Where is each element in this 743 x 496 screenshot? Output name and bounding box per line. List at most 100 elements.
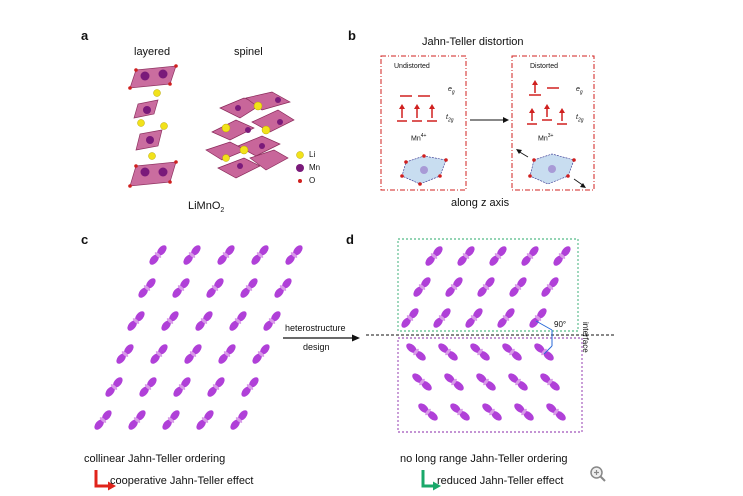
angle-label: 90° (554, 320, 567, 329)
orbital (506, 371, 530, 393)
layered-mn-atoms (140, 69, 168, 177)
orbital (194, 408, 216, 432)
orbital (205, 375, 227, 399)
interface-label: interface (581, 322, 590, 353)
layered-label: layered (134, 46, 171, 58)
orbital (512, 401, 536, 423)
orbital (261, 309, 283, 333)
collinear-orbital-grid (92, 243, 305, 432)
legend-o-marker (298, 179, 302, 183)
orbital (399, 306, 421, 330)
distorted-levels (527, 83, 567, 125)
orbital (539, 275, 561, 299)
reduced-effect-label: reduced Jahn-Teller effect (437, 475, 564, 487)
cooperative-arrow-icon (94, 470, 110, 488)
ordered-region-box (397, 238, 579, 332)
orbital (103, 375, 125, 399)
orbital (238, 276, 260, 300)
orbital (551, 244, 573, 268)
orbital (487, 244, 509, 268)
layered-o-atoms (128, 64, 178, 188)
spinel-mn-atoms (235, 97, 283, 169)
orbital (463, 306, 485, 330)
orbital (137, 375, 159, 399)
panel-a-letter: a (81, 28, 89, 43)
orbital (507, 275, 529, 299)
legend-mn-marker (296, 164, 304, 172)
orbital (474, 371, 498, 393)
legend-o-label: O (309, 176, 316, 185)
heterostructure-label: heterostructure (285, 323, 346, 333)
orbital (495, 306, 517, 330)
orbital (468, 341, 492, 363)
mn3-label: Mn3+ (538, 133, 554, 143)
legend-li-label: Li (309, 150, 316, 159)
rotated-orbital-grid (404, 341, 568, 423)
orbital (544, 401, 568, 423)
orbital (160, 408, 182, 432)
orbital (249, 243, 271, 267)
orbital (239, 375, 261, 399)
legend-mn-label: Mn (309, 163, 321, 172)
orbital (411, 275, 433, 299)
orbital (519, 244, 541, 268)
orbital (538, 371, 562, 393)
cooperative-effect-label: cooperative Jahn-Teller effect (110, 475, 254, 487)
compound-label: LiMnO2 (188, 200, 225, 215)
zoom-in-icon[interactable] (589, 465, 607, 483)
orbital (171, 375, 193, 399)
orbital (114, 342, 136, 366)
undistorted-t2g-label: t2g (446, 114, 454, 124)
orbital (480, 401, 504, 423)
undistorted-octahedron (400, 154, 448, 186)
distorted-box (511, 55, 595, 191)
distorted-label: Distorted (530, 63, 559, 70)
orbital (423, 244, 445, 268)
orbital (159, 309, 181, 333)
no-long-range-caption: no long range Jahn-Teller ordering (400, 453, 568, 465)
orbital (436, 341, 460, 363)
orbital (92, 408, 114, 432)
orbital (136, 276, 158, 300)
layered-li-atoms (137, 89, 168, 160)
orbital (193, 309, 215, 333)
orbital (416, 401, 440, 423)
orbital (170, 276, 192, 300)
undistorted-box (380, 55, 467, 191)
collinear-caption: collinear Jahn-Teller ordering (84, 453, 226, 465)
reduced-arrow-icon (421, 470, 435, 488)
rotated-region-box (397, 337, 583, 433)
spinel-li-atoms (221, 101, 271, 162)
legend-li-marker (296, 151, 304, 159)
orbital (443, 275, 465, 299)
orbital (215, 243, 237, 267)
orbital (410, 371, 434, 393)
orbital (442, 371, 466, 393)
panel-c-letter: c (81, 232, 89, 247)
spinel-label: spinel (234, 46, 263, 58)
orbital (431, 306, 453, 330)
orbital (283, 243, 305, 267)
orbital (448, 401, 472, 423)
orbital (181, 243, 203, 267)
orbital (216, 342, 238, 366)
along-z-caption: along z axis (451, 197, 510, 209)
orbital (125, 309, 147, 333)
orbital (227, 309, 249, 333)
panel-b-letter: b (348, 28, 356, 43)
ordered-orbital-grid (399, 244, 573, 330)
orbital (126, 408, 148, 432)
orbital (250, 342, 272, 366)
jt-distortion-title: Jahn-Teller distortion (422, 36, 524, 48)
orbital (500, 341, 524, 363)
orbital (147, 243, 169, 267)
undistorted-eg-label: eg (448, 86, 455, 96)
distorted-octahedron (516, 149, 586, 188)
distorted-eg-label: eg (576, 86, 583, 96)
orbital (228, 408, 250, 432)
orbital (455, 244, 477, 268)
design-label: design (303, 342, 330, 352)
